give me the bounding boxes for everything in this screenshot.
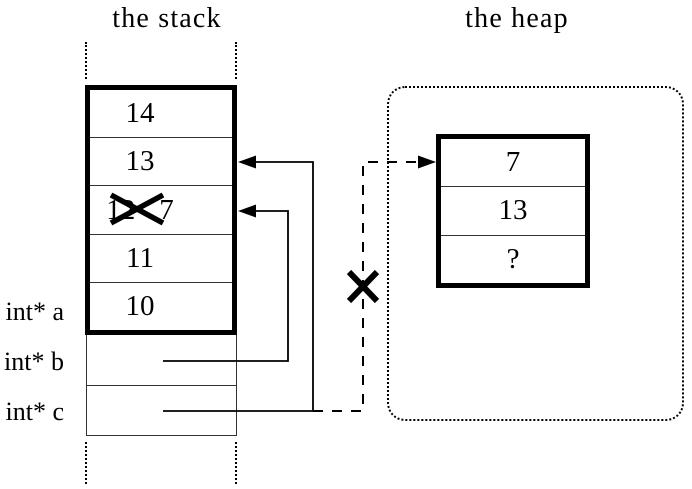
- stack-cell-14: 14: [90, 90, 232, 139]
- pointer-cell-c: [87, 386, 236, 436]
- stack-cell-10: 10: [90, 283, 232, 330]
- pointer-variable-cells: [86, 335, 237, 436]
- stack-cell-value: 14: [125, 97, 155, 130]
- label-int-ptr-a: int* a: [5, 297, 65, 326]
- stack-guide-top-right: [235, 42, 237, 79]
- stack-guide-bottom-left: [85, 442, 87, 484]
- stack-frame-box: 14 13 12 7 11 10: [85, 85, 237, 335]
- stack-guide-top-left: [85, 42, 87, 79]
- heap-cell-unknown: ?: [441, 236, 585, 283]
- heap-cell-value: ?: [506, 242, 520, 275]
- broken-link-x-icon: [346, 269, 380, 304]
- heap-cell-value: 13: [498, 194, 528, 227]
- stack-cell-13: 13: [90, 138, 232, 187]
- stack-title: the stack: [112, 3, 222, 34]
- heap-cell-value: 7: [505, 146, 521, 179]
- stack-cell-old-value: 12: [106, 193, 136, 226]
- pointer-cell-b: [87, 335, 236, 386]
- heap-cell-13: 13: [441, 187, 585, 236]
- heap-title: the heap: [465, 3, 569, 34]
- stack-cell-overwritten: 12 7: [90, 186, 232, 235]
- stack-cell-value: 13: [125, 145, 155, 178]
- arrowhead-left-icon: [238, 155, 256, 169]
- stack-guide-bottom-right: [235, 442, 237, 484]
- heap-block-box: 7 13 ?: [436, 134, 590, 288]
- stack-cell-11: 11: [90, 235, 232, 283]
- heap-cell-7: 7: [441, 139, 585, 188]
- stack-cell-new-value: 7: [159, 193, 174, 226]
- stack-cell-value: 11: [126, 241, 154, 274]
- stack-cell-value: 10: [125, 289, 155, 322]
- label-int-ptr-c: int* c: [5, 397, 65, 426]
- label-int-ptr-b: int* b: [4, 347, 64, 376]
- arrowhead-left-icon: [238, 204, 256, 218]
